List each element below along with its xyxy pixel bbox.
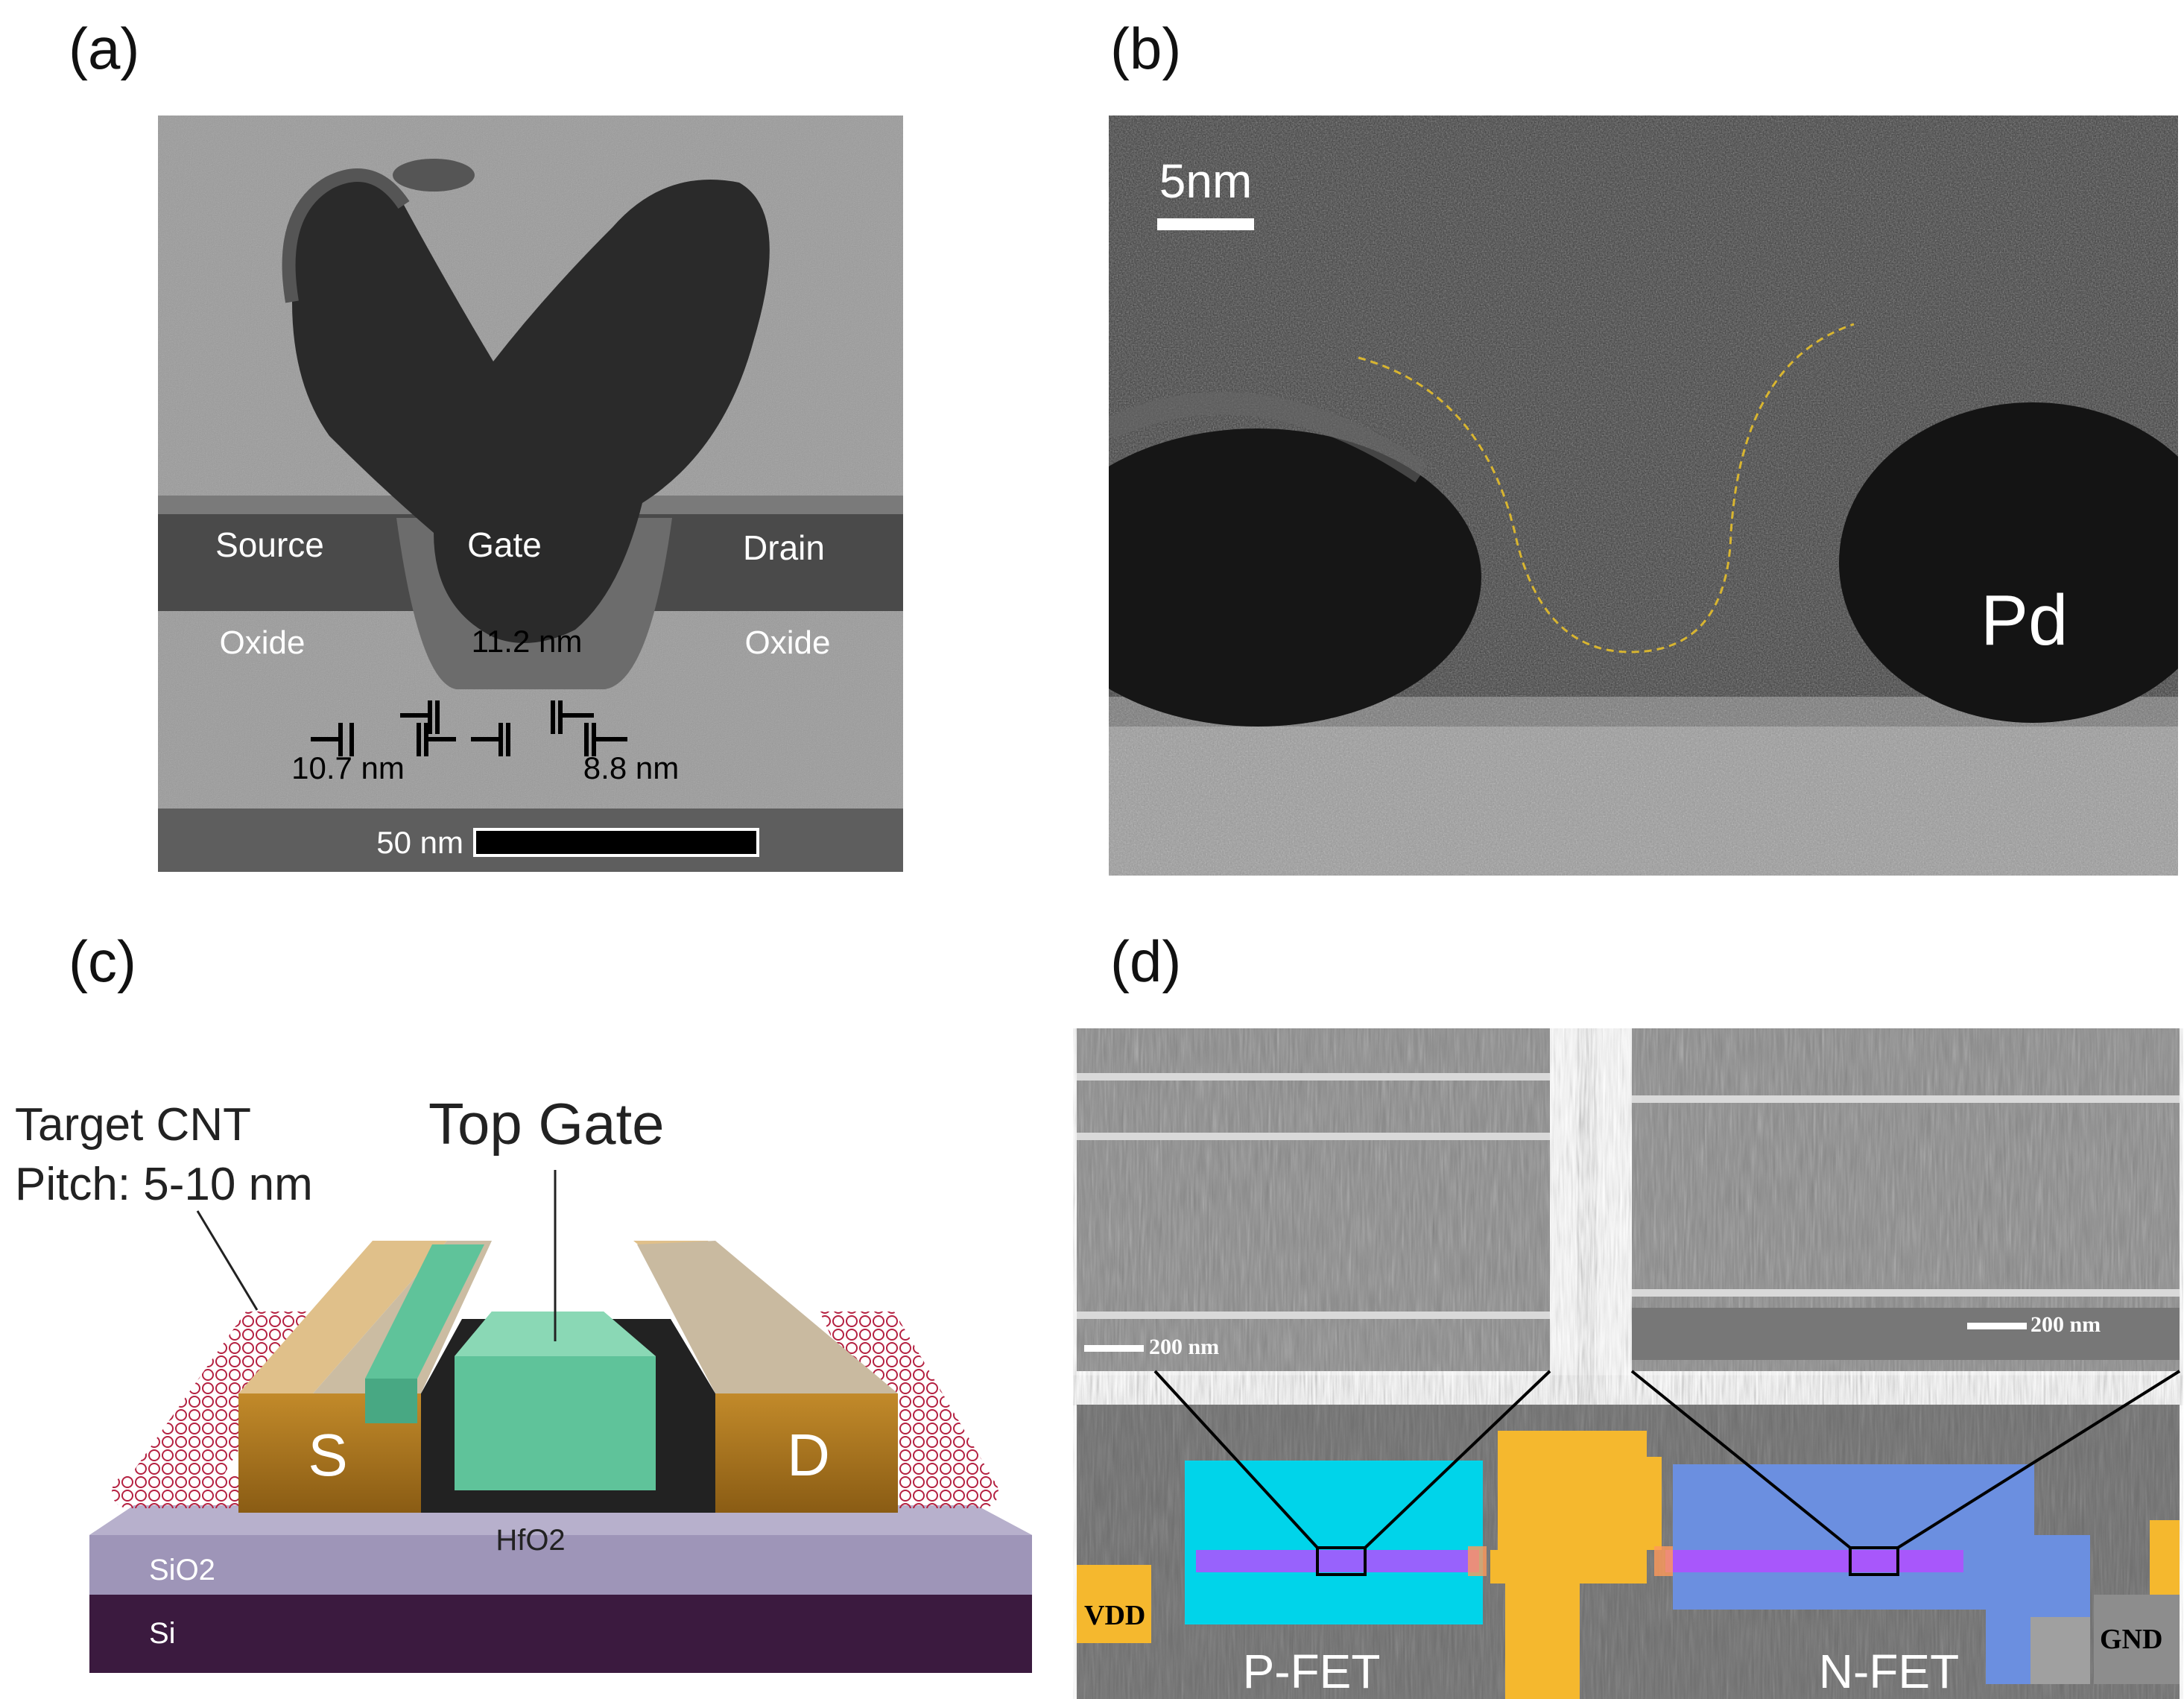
- label-oxide-right: Oxide: [745, 624, 831, 661]
- label-target-cnt: Target CNT: [15, 1099, 251, 1151]
- pd-grain-right: [1839, 402, 2178, 723]
- label-gnd: GND: [2100, 1624, 2162, 1655]
- label-pfet: P-FET: [1243, 1645, 1381, 1698]
- pfet-electrode: [1185, 1461, 1483, 1624]
- sem-inset-pfet: 200 nm: [1077, 1028, 1550, 1371]
- label-source: Source: [215, 525, 324, 564]
- dimension-markers: [311, 700, 627, 756]
- drain-electrode: [635, 514, 903, 611]
- label-drain: Drain: [743, 528, 825, 567]
- scale-label-d-right: 200 nm: [2031, 1312, 2101, 1337]
- source-electrode: [158, 514, 426, 611]
- gnd-pad: [2094, 1595, 2180, 1684]
- panel-label-b: (b): [1110, 16, 1182, 81]
- label-top-gate: Top Gate: [428, 1091, 665, 1157]
- label-gate: Gate: [467, 525, 542, 564]
- cnt-channel-pfet: [1196, 1550, 1479, 1572]
- gate-outline-dashed: [1358, 323, 1855, 654]
- scale-bar-b: [1157, 218, 1254, 230]
- panel-a-tem-image: Source Gate Drain Oxide Oxide 11.2 nm 10…: [158, 116, 903, 872]
- dim-11-2: 11.2 nm: [472, 624, 583, 659]
- label-hfo2: HfO2: [496, 1524, 565, 1557]
- pointer-cnt: [196, 1210, 259, 1311]
- vdd-pad: [1077, 1565, 1151, 1643]
- panel-a-svg: Source Gate Drain Oxide Oxide 11.2 nm 10…: [158, 116, 903, 872]
- dim-8-8: 8.8 nm: [583, 750, 679, 785]
- zoom-box-pfet: [1316, 1546, 1367, 1576]
- gate-electrode: [288, 175, 770, 643]
- drain-block: [715, 1393, 898, 1513]
- panel-b-svg: 5nm Pd: [1109, 116, 2178, 876]
- panel-d-svg: 200 nm 200 nm: [1077, 1028, 2181, 1699]
- scale-label-a: 50 nm: [376, 825, 463, 860]
- label-pd: Pd: [1981, 580, 2068, 660]
- panel-c-schematic: Target CNT Pitch: 5-10 nm Top Gate S D H…: [0, 1073, 1066, 1699]
- colorized-inverter: VDD GND P-FET N-FET: [1077, 1370, 2181, 1699]
- panel-label-a: (a): [69, 16, 140, 81]
- zoom-box-nfet: [1849, 1546, 1899, 1576]
- sem-inset-nfet: 200 nm: [1632, 1028, 2180, 1371]
- panel-b-hrtem-image: 5nm Pd: [1109, 116, 2178, 876]
- pd-grain-left: [1109, 428, 1481, 727]
- panel-label-d: (d): [1110, 928, 1182, 994]
- panel-c-svg: Target CNT Pitch: 5-10 nm Top Gate S D H…: [15, 1091, 1032, 1673]
- scale-bar-a: [473, 828, 759, 857]
- label-pitch: Pitch: 5-10 nm: [15, 1159, 313, 1210]
- panel-d-sem-composite: 200 nm 200 nm: [1073, 1028, 2183, 1699]
- label-vdd: VDD: [1084, 1600, 1145, 1631]
- label-sio2: SiO2: [149, 1554, 215, 1586]
- si-substrate: [89, 1595, 1032, 1673]
- dim-10-7: 10.7 nm: [291, 750, 405, 785]
- panel-label-c: (c): [69, 928, 136, 994]
- label-d: D: [787, 1422, 830, 1488]
- label-nfet: N-FET: [1819, 1645, 1959, 1698]
- cnt-channel-nfet: [1665, 1550, 1963, 1572]
- label-s: S: [308, 1422, 347, 1488]
- label-oxide-left: Oxide: [220, 624, 306, 661]
- output-pad: [1490, 1431, 1662, 1699]
- label-si: Si: [149, 1617, 176, 1650]
- scale-label-b: 5nm: [1159, 154, 1253, 208]
- scale-label-d-left: 200 nm: [1149, 1335, 1219, 1359]
